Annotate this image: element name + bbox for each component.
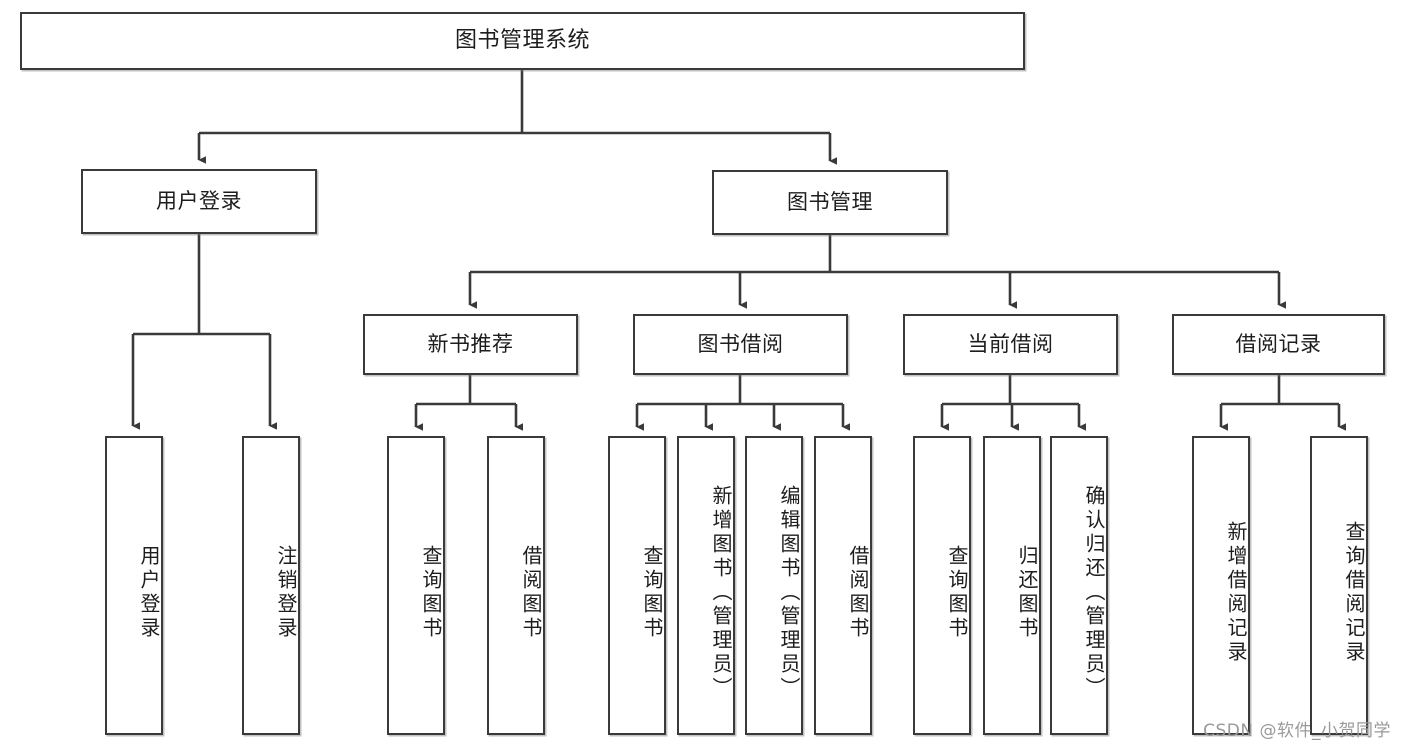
node-label: 查询图书 bbox=[945, 544, 969, 641]
leaf-add-borrow-record[interactable]: 新增借阅记录 bbox=[1192, 436, 1250, 735]
leaf-query-book-borrow[interactable]: 查询图书 bbox=[608, 436, 666, 735]
node-borrow-record[interactable]: 借阅记录 bbox=[1172, 314, 1385, 375]
node-label: 查询图书 bbox=[419, 544, 443, 641]
node-label: 新增图书（管理员） bbox=[709, 484, 733, 701]
leaf-query-book-recommend[interactable]: 查询图书 bbox=[387, 436, 445, 735]
leaf-borrow-book[interactable]: 借阅图书 bbox=[814, 436, 872, 735]
node-user-login[interactable]: 用户登录 bbox=[81, 169, 317, 234]
node-label: 借阅图书 bbox=[519, 544, 543, 641]
node-label: 当前借阅 bbox=[967, 332, 1054, 357]
node-new-book-recommend[interactable]: 新书推荐 bbox=[363, 314, 578, 375]
leaf-add-book-admin[interactable]: 新增图书（管理员） bbox=[677, 436, 735, 735]
node-label: 新书推荐 bbox=[427, 332, 514, 357]
node-label: 注销登录 bbox=[274, 544, 298, 641]
leaf-user-login[interactable]: 用户登录 bbox=[105, 436, 163, 735]
node-label: 查询借阅记录 bbox=[1342, 520, 1366, 665]
node-root-system[interactable]: 图书管理系统 bbox=[20, 12, 1025, 70]
node-label: 图书管理 bbox=[787, 190, 873, 215]
node-label: 编辑图书（管理员） bbox=[777, 484, 801, 701]
leaf-return-book[interactable]: 归还图书 bbox=[983, 436, 1041, 735]
node-label: 归还图书 bbox=[1015, 544, 1039, 641]
leaf-query-book-current[interactable]: 查询图书 bbox=[913, 436, 971, 735]
leaf-borrow-book-recommend[interactable]: 借阅图书 bbox=[487, 436, 545, 735]
node-label: 用户登录 bbox=[137, 544, 161, 641]
node-label: 图书借阅 bbox=[697, 332, 784, 357]
node-label: 确认归还（管理员） bbox=[1082, 484, 1106, 701]
node-label: 用户登录 bbox=[156, 189, 242, 214]
leaf-logout[interactable]: 注销登录 bbox=[242, 436, 300, 735]
node-label: 图书管理系统 bbox=[454, 27, 590, 53]
leaf-edit-book-admin[interactable]: 编辑图书（管理员） bbox=[745, 436, 803, 735]
leaf-query-borrow-record[interactable]: 查询借阅记录 bbox=[1310, 436, 1368, 735]
node-label: 新增借阅记录 bbox=[1224, 520, 1248, 665]
watermark: CSDN @软件_小贺同学 bbox=[1203, 721, 1391, 741]
node-book-management[interactable]: 图书管理 bbox=[712, 170, 948, 235]
node-label: 借阅图书 bbox=[846, 544, 870, 641]
node-label: 查询图书 bbox=[640, 544, 664, 641]
node-book-borrow[interactable]: 图书借阅 bbox=[633, 314, 848, 375]
leaf-confirm-return-admin[interactable]: 确认归还（管理员） bbox=[1050, 436, 1108, 735]
node-label: 借阅记录 bbox=[1235, 332, 1322, 357]
node-current-borrow[interactable]: 当前借阅 bbox=[903, 314, 1118, 375]
